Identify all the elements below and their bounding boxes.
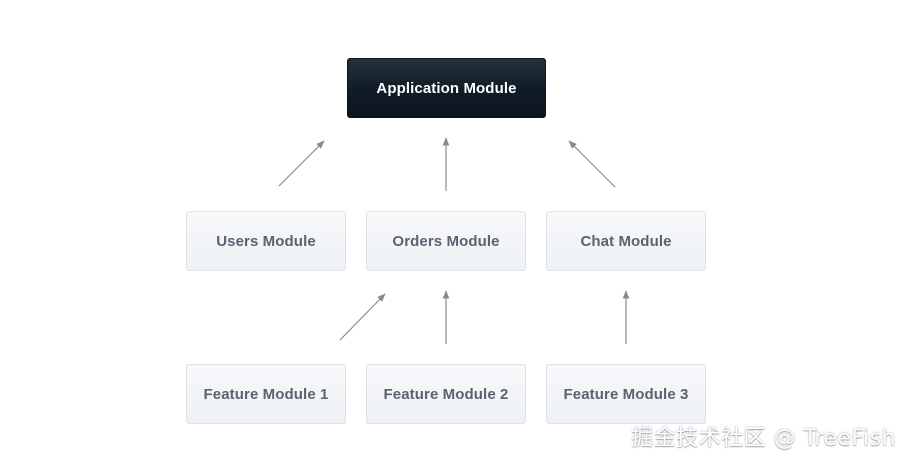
- feature-module-3-node: Feature Module 3: [546, 364, 706, 424]
- application-module-label: Application Module: [376, 79, 517, 97]
- orders-module-node: Orders Module: [366, 211, 526, 271]
- feature-module-1-node: Feature Module 1: [186, 364, 346, 424]
- arrow-users-to-application: [278, 140, 325, 187]
- users-module-label: Users Module: [216, 232, 316, 250]
- chat-module-node: Chat Module: [546, 211, 706, 271]
- users-module-node: Users Module: [186, 211, 346, 271]
- feature-module-2-node: Feature Module 2: [366, 364, 526, 424]
- orders-module-label: Orders Module: [392, 232, 500, 250]
- application-module-node: Application Module: [347, 58, 546, 118]
- feature-module-1-label: Feature Module 1: [203, 385, 329, 403]
- arrow-chat-to-application: [568, 140, 616, 188]
- feature-module-3-label: Feature Module 3: [563, 385, 689, 403]
- watermark: 掘金技术社区 @ TreeFish: [631, 426, 896, 451]
- chat-module-label: Chat Module: [580, 232, 672, 250]
- arrow-feature1-to-orders: [339, 293, 386, 341]
- feature-module-2-label: Feature Module 2: [383, 385, 509, 403]
